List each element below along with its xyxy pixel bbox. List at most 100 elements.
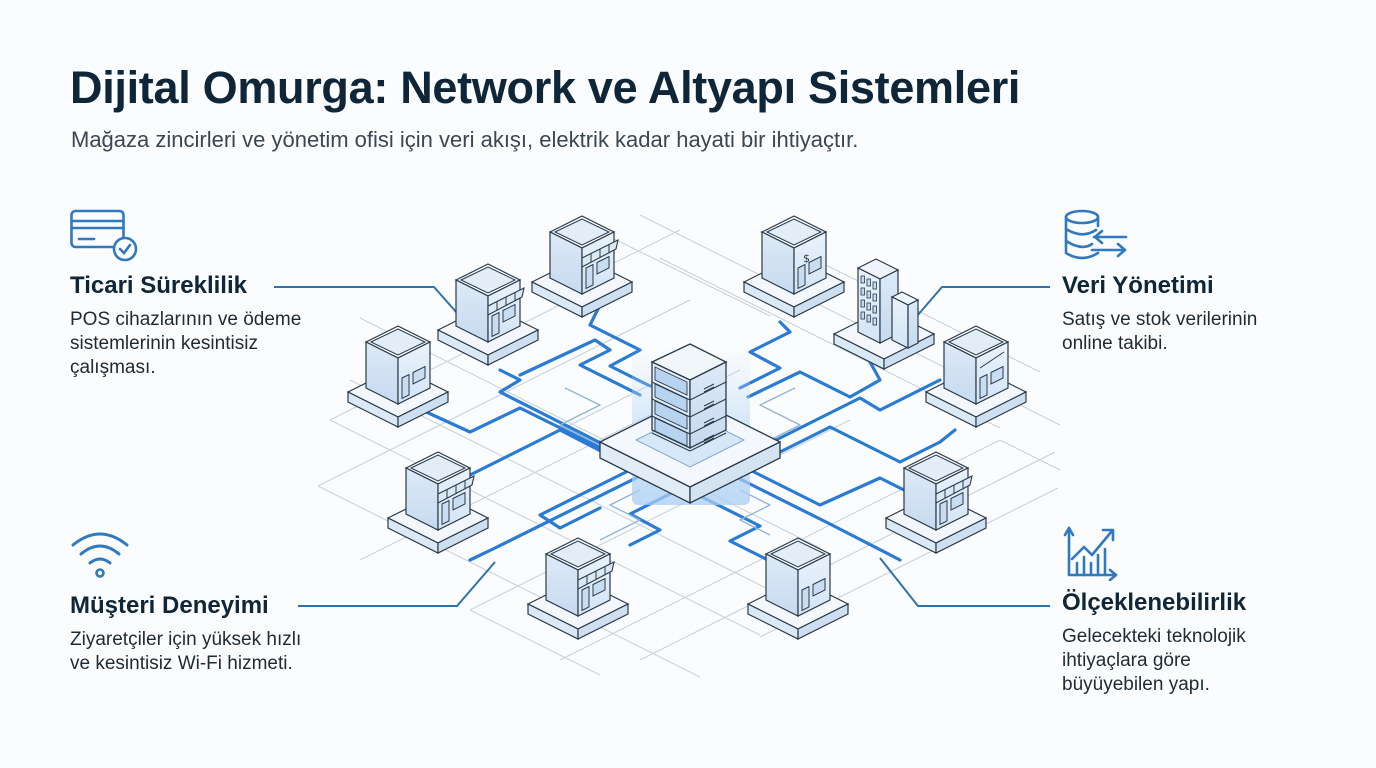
- hub-platform-right: [689, 440, 781, 505]
- server-vent: [703, 434, 715, 441]
- feature-musteri-deneyimi: Müşteri Deneyimi Ziyaretçiler için yükse…: [70, 528, 370, 676]
- grid-line: [469, 419, 851, 611]
- network-link: [748, 468, 922, 507]
- store-door: [801, 585, 810, 612]
- building-window: [860, 275, 865, 284]
- network-links-secondary: [559, 387, 801, 541]
- store-door: [585, 263, 594, 290]
- annex-side: [907, 299, 919, 349]
- store-door: [581, 585, 590, 612]
- node-office-building: [832, 258, 936, 370]
- network-link: [518, 338, 642, 397]
- credit-card-check-icon: [70, 209, 138, 262]
- server-vent: [703, 386, 715, 393]
- server-unit: [654, 417, 688, 447]
- node-store-bottom-right: [746, 537, 850, 640]
- server-vent: [703, 417, 715, 424]
- node-base-right: [975, 391, 1027, 428]
- network-link-secondary: [599, 489, 641, 541]
- server-vent: [703, 400, 715, 407]
- network-link-secondary: [759, 387, 801, 446]
- server-divider: [689, 432, 727, 452]
- building-window: [860, 311, 865, 320]
- server-divider: [689, 381, 727, 401]
- node-base-right: [581, 281, 633, 318]
- node-store-lower-left: [386, 451, 490, 554]
- store-roof-inset: [765, 218, 823, 246]
- feature-title: Ölçeklenebilirlik: [1062, 589, 1247, 616]
- isometric-grid: [317, 214, 1061, 678]
- feature-description: Gelecekteki teknolojik ihtiyaçlara göre …: [1062, 626, 1246, 695]
- feature-title: Ticari Süreklilik: [70, 272, 247, 299]
- server-vent: [703, 403, 715, 410]
- connector-ticari: [274, 286, 458, 314]
- network-link: [758, 425, 957, 464]
- server-divider: [689, 398, 727, 418]
- node-store-top-left: [436, 263, 540, 366]
- store-window: [596, 255, 610, 275]
- store-sign: [979, 351, 1005, 369]
- server-rack-side: [689, 360, 727, 450]
- node-store-bottom-left: [526, 537, 630, 640]
- store-window: [452, 491, 466, 511]
- feature-title: Veri Yönetimi: [1062, 272, 1214, 299]
- server-divider: [689, 415, 727, 435]
- feature-description: Satış ve stok verilerinin online takibi.: [1062, 309, 1258, 354]
- network-links: [398, 303, 957, 573]
- network-link: [398, 398, 617, 457]
- server-vent: [703, 437, 715, 444]
- network-link: [498, 368, 612, 450]
- server-unit: [654, 400, 688, 430]
- feature-veri-yonetimi: Veri Yönetimi Satış ve stok verilerinin …: [1062, 208, 1342, 356]
- grid-line: [639, 451, 1056, 661]
- node-base-right: [437, 517, 489, 554]
- store-door: [979, 373, 988, 400]
- server-unit: [654, 366, 688, 396]
- node-store-lower-right: [884, 451, 988, 554]
- node-base-right: [577, 603, 629, 640]
- feature-description: POS cihazlarının ve ödeme sistemlerinin …: [70, 309, 302, 378]
- store-roof-inset: [459, 266, 517, 294]
- building-window: [866, 278, 871, 287]
- server-vent: [703, 420, 715, 427]
- annex-front: [891, 296, 909, 349]
- store-door: [797, 263, 806, 290]
- building-window: [872, 293, 877, 302]
- store-window: [950, 491, 964, 511]
- network-link-secondary: [559, 387, 601, 446]
- grid-line: [317, 485, 701, 678]
- growth-chart-icon: [1063, 526, 1118, 581]
- store-window: [990, 365, 1004, 385]
- node-store-left: [346, 325, 450, 428]
- building-window: [866, 302, 871, 311]
- page-title: Dijital Omurga: Network ve Altyapı Siste…: [70, 62, 1021, 113]
- network-link: [746, 360, 882, 399]
- store-window: [412, 365, 426, 385]
- server-vent: [703, 383, 715, 390]
- grid-line: [999, 439, 1061, 471]
- callout-connectors: [274, 286, 1050, 607]
- store-nodes: $: [346, 215, 1028, 640]
- feature-ticari-sureklilik: Ticari Süreklilik POS cihazlarının ve öd…: [70, 208, 370, 380]
- store-window: [812, 577, 826, 597]
- store-door: [491, 311, 500, 338]
- node-base-right: [397, 391, 449, 428]
- building-window: [860, 299, 865, 308]
- server-unit: [654, 383, 688, 413]
- store-roof-inset: [769, 540, 827, 568]
- store-roof-inset: [549, 540, 607, 568]
- dollar-sign-icon: $: [803, 252, 810, 265]
- store-door: [939, 499, 948, 526]
- node-store-top-right: $: [742, 215, 846, 318]
- store-door: [441, 499, 450, 526]
- store-window: [808, 255, 822, 275]
- grid-line: [329, 419, 761, 636]
- grid-line: [469, 609, 601, 676]
- node-base-right: [797, 603, 849, 640]
- node-base-right: [935, 517, 987, 554]
- network-link: [736, 476, 902, 562]
- building-window: [866, 290, 871, 299]
- grid-line: [349, 379, 801, 606]
- network-link-secondary: [739, 489, 771, 536]
